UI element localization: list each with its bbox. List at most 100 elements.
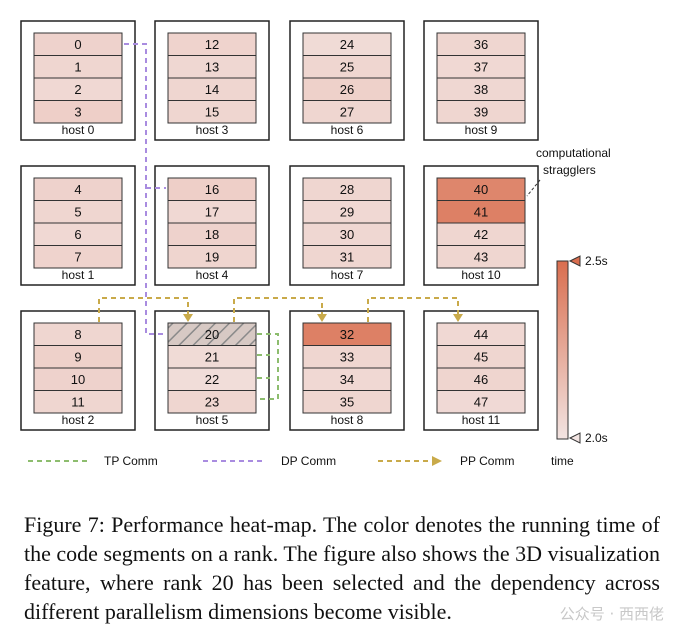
host-label: host 3 — [196, 123, 229, 137]
figure-caption: Figure 7: Performance heat-map. The colo… — [24, 512, 660, 624]
host-label: host 5 — [196, 413, 229, 427]
rank-label: 12 — [205, 37, 219, 52]
rank-cell[interactable] — [33, 100, 123, 124]
rank-label: 9 — [74, 349, 81, 364]
legend-pp-label: PP Comm — [460, 454, 514, 468]
rank-label: 17 — [205, 204, 219, 219]
host-label: host 11 — [462, 413, 501, 427]
host-box: 20 21 22 23 host 5 — [154, 310, 270, 431]
rank-label: 18 — [205, 227, 219, 242]
rank-label: 22 — [205, 372, 219, 387]
host-label: host 0 — [62, 123, 95, 137]
rank-label: 28 — [340, 182, 354, 197]
rank-cell[interactable] — [436, 100, 526, 124]
rank-cell[interactable] — [167, 390, 257, 414]
rank-label: 35 — [340, 394, 354, 409]
rank-cell[interactable] — [167, 245, 257, 269]
pp-arrow-icon — [453, 314, 463, 322]
rank-cell[interactable] — [436, 245, 526, 269]
rank-label: 20 — [205, 327, 219, 342]
pp-comm-lines — [98, 297, 459, 322]
rank-label: 33 — [340, 349, 354, 364]
rank-label: 40 — [474, 182, 488, 197]
host-box: 4 5 6 7 host 1 — [20, 165, 136, 286]
rank-label: 27 — [340, 104, 354, 119]
rank-label: 31 — [340, 249, 354, 264]
rank-label: 24 — [340, 37, 354, 52]
legend: TP Comm DP Comm PP Comm — [28, 454, 514, 468]
rank-label: 3 — [74, 104, 81, 119]
pp-arrowheads — [183, 314, 463, 322]
rank-cell[interactable] — [436, 390, 526, 414]
colorbar-max-label: 2.5s — [585, 254, 608, 268]
rank-label: 46 — [474, 372, 488, 387]
host-label: host 1 — [62, 268, 95, 282]
rank-cell[interactable] — [302, 245, 392, 269]
rank-label: 5 — [74, 204, 81, 219]
host-box: 44 45 46 47 host 11 — [423, 310, 539, 431]
rank-label: 7 — [74, 249, 81, 264]
rank-cell[interactable] — [33, 390, 123, 414]
host-label: host 8 — [331, 413, 364, 427]
host-label: host 7 — [331, 268, 364, 282]
rank-label: 8 — [74, 327, 81, 342]
host-label: host 10 — [461, 268, 501, 282]
rank-label: 13 — [205, 59, 219, 74]
rank-cell[interactable] — [33, 245, 123, 269]
rank-label: 34 — [340, 372, 354, 387]
rank-label: 45 — [474, 349, 488, 364]
rank-label: 21 — [205, 349, 219, 364]
rank-label: 11 — [71, 394, 85, 409]
host-label: host 9 — [465, 123, 498, 137]
rank-label: 41 — [474, 204, 488, 219]
rank-label: 25 — [340, 59, 354, 74]
rank-label: 30 — [340, 227, 354, 242]
annotation-line1: computational — [536, 146, 611, 160]
rank-label: 10 — [71, 372, 85, 387]
rank-label: 23 — [205, 394, 219, 409]
rank-label: 44 — [474, 327, 488, 342]
pp-arrow-icon — [317, 314, 327, 322]
rank-label: 15 — [205, 104, 219, 119]
rank-label: 47 — [474, 394, 488, 409]
rank-label: 36 — [474, 37, 488, 52]
legend-dp-label: DP Comm — [281, 454, 336, 468]
dp-comm-lines — [124, 43, 166, 335]
legend-pp-arrow-icon — [432, 456, 442, 466]
straggler-annotation: computational stragglers — [526, 146, 611, 197]
rank-cell[interactable] — [167, 100, 257, 124]
tp-comm-lines — [257, 333, 279, 400]
watermark: 公众号 · 西西佬 — [559, 605, 664, 623]
rank-label: 29 — [340, 204, 354, 219]
host-label: host 6 — [331, 123, 364, 137]
rank-label: 26 — [340, 82, 354, 97]
host-box: 40 41 42 43 host 10 — [423, 165, 539, 286]
rank-cell[interactable] — [302, 390, 392, 414]
host-label: host 4 — [196, 268, 229, 282]
colorbar-max-marker-icon — [568, 255, 581, 267]
annotation-line2: stragglers — [543, 163, 596, 177]
rank-label: 19 — [205, 249, 219, 264]
host-box: 36 37 38 39 host 9 — [423, 20, 539, 141]
rank-label: 42 — [474, 227, 488, 242]
colorbar-min-marker-icon — [568, 432, 581, 444]
colorbar-gradient — [556, 260, 569, 440]
rank-label: 6 — [74, 227, 81, 242]
rank-label: 4 — [74, 182, 81, 197]
rank-label: 43 — [474, 249, 488, 264]
rank-label: 16 — [205, 182, 219, 197]
annotation-pointer — [526, 179, 541, 197]
pp-arrow-icon — [183, 314, 193, 322]
rank-label: 37 — [474, 59, 488, 74]
rank-label: 38 — [474, 82, 488, 97]
rank-cell[interactable] — [302, 100, 392, 124]
colorbar-axis-label: time — [551, 454, 574, 468]
rank-label: 14 — [205, 82, 219, 97]
host-box: 16 17 18 19 host 4 — [154, 165, 270, 286]
rank-label: 39 — [474, 104, 488, 119]
